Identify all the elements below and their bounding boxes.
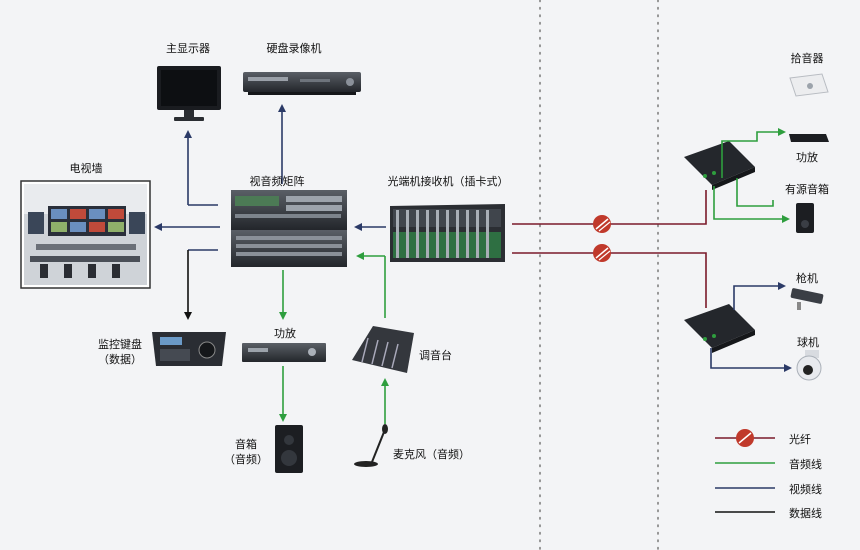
- label-keyboard-line1: 监控键盘: [98, 338, 142, 351]
- label-av-matrix: 视音频矩阵: [249, 175, 305, 188]
- fiber-line-2: [512, 252, 707, 308]
- label-dome-camera: 球机: [797, 336, 819, 349]
- fiber-line-1: [512, 190, 707, 225]
- av-matrix-device: [231, 190, 347, 267]
- label-speaker: 音箱 （音频）: [224, 437, 268, 467]
- label-dvr: 硬盘录像机: [266, 42, 322, 55]
- label-optical-receiver: 光端机接收机（插卡式）: [387, 175, 509, 188]
- mixer-device: [352, 326, 414, 373]
- speaker-device: [275, 425, 303, 473]
- line-transmitter-to-dome: [710, 348, 792, 372]
- main-monitor-device: [157, 66, 221, 121]
- legend: [715, 429, 775, 513]
- fiber-badge-2: [593, 244, 611, 262]
- label-mixer: 调音台: [419, 349, 452, 362]
- pickup-device: [789, 73, 829, 97]
- label-video-wall: 电视墙: [69, 162, 103, 175]
- remote-amplifier-device: [789, 134, 829, 142]
- label-microphone: 麦克风（音频）: [393, 448, 470, 461]
- dvr-device: [243, 72, 361, 95]
- label-amplifier: 功放: [274, 327, 296, 340]
- keyboard-device: [152, 332, 226, 366]
- label-keyboard-line2: （数据）: [98, 353, 142, 366]
- fiber-badge-1: [593, 215, 611, 233]
- label-pickup: 拾音器: [790, 52, 824, 65]
- legend-video-label: 视频线: [789, 483, 822, 496]
- active-speaker-device: [796, 203, 814, 233]
- line-transmitter-to-bullet: [733, 282, 786, 310]
- label-bullet-camera: 枪机: [796, 272, 818, 285]
- video-wall-device: [20, 180, 151, 289]
- legend-audio-label: 音频线: [789, 458, 822, 471]
- label-keyboard: 监控键盘 （数据）: [98, 337, 142, 367]
- line-transmitter-to-active-speaker: [713, 186, 790, 223]
- label-speaker-line1: 音箱: [235, 438, 257, 451]
- bullet-camera-device: [790, 288, 824, 310]
- line-transmitter-to-remote-amp: [736, 178, 774, 207]
- legend-fiber-label: 光纤: [789, 433, 811, 446]
- optical-transmitter-1: [684, 141, 755, 190]
- line-pickup-to-transmitter: [721, 128, 786, 178]
- microphone-device: [354, 424, 388, 467]
- dome-camera-device: [796, 350, 822, 381]
- label-remote-amplifier: 功放: [796, 151, 818, 164]
- amplifier-device: [242, 343, 326, 362]
- legend-data-label: 数据线: [789, 507, 822, 520]
- label-active-speaker: 有源音箱: [785, 183, 829, 196]
- optical-transmitter-2: [684, 304, 755, 353]
- label-speaker-line2: （音频）: [224, 453, 268, 466]
- label-main-monitor: 主显示器: [166, 42, 210, 55]
- optical-receiver-device: [390, 204, 505, 262]
